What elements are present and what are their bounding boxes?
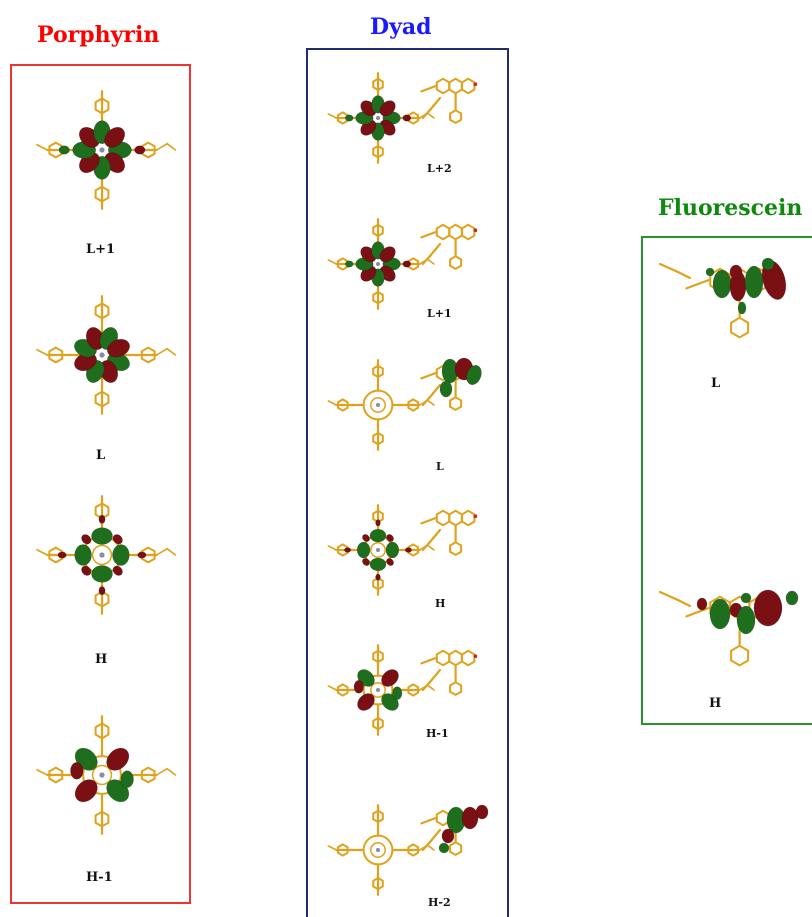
- dyad-label-h2: H-2: [428, 896, 451, 909]
- dyad-label-h1: H-1: [426, 727, 449, 740]
- dyad-label-l: L: [436, 460, 444, 473]
- dyad-label-l2: L+2: [427, 162, 452, 175]
- dyad-label-l1: L+1: [427, 307, 452, 320]
- dyad-label-h: H: [435, 597, 446, 610]
- dyad-orbital-h2-image: [327, 804, 489, 896]
- dyad-panel: [306, 48, 509, 917]
- porphyrin-label-h: H: [95, 652, 108, 667]
- porphyrin-orbital-l1-image: [36, 90, 177, 210]
- fluorescein-orbital-l-image: [658, 257, 787, 339]
- dyad-orbital-h-image: [327, 504, 478, 596]
- dyad-orbital-h1-image: [327, 644, 478, 736]
- dyad-title: Dyad: [370, 14, 432, 40]
- fluorescein-label-h: H: [709, 696, 722, 711]
- porphyrin-orbital-l-image: [36, 295, 177, 415]
- dyad-orbital-l-image: [327, 357, 482, 451]
- porphyrin-orbital-h1-image: [36, 715, 177, 835]
- porphyrin-label-l: L: [96, 448, 106, 463]
- fluorescein-panel: [641, 236, 812, 725]
- porphyrin-label-h1: H-1: [86, 870, 113, 885]
- porphyrin-label-l1: L+1: [86, 242, 116, 257]
- porphyrin-title: Porphyrin: [37, 22, 160, 48]
- fluorescein-orbital-h-image: [658, 589, 799, 667]
- porphyrin-panel: [10, 64, 191, 904]
- fluorescein-title: Fluorescein: [658, 195, 803, 221]
- fluorescein-label-l: L: [711, 376, 721, 391]
- dyad-orbital-l1-image: [327, 218, 478, 310]
- dyad-orbital-l2-image: [327, 72, 478, 164]
- porphyrin-orbital-h-image: [36, 495, 177, 615]
